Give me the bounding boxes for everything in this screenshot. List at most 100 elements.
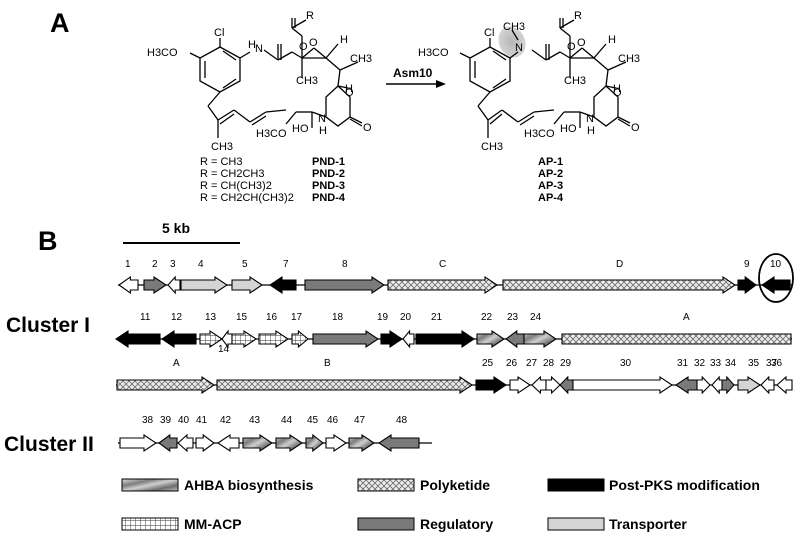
gene-label-24: 24: [530, 312, 542, 323]
legend-swatch-regulatory: [357, 517, 415, 531]
gene-label-23: 23: [507, 312, 519, 323]
legend-label-polyketide: Polyketide: [420, 477, 490, 493]
gene-arrow-39: [158, 433, 178, 453]
gene-label-31: 31: [677, 358, 689, 369]
gene-label-D: D: [616, 259, 623, 270]
legend-label-ahba: AHBA biosynthesis: [184, 477, 314, 493]
gene-label-28: 28: [543, 358, 555, 369]
svg-text:HO: HO: [292, 123, 309, 135]
svg-text:CH3: CH3: [350, 53, 372, 65]
svg-text:CH3: CH3: [211, 141, 233, 153]
scale-label: 5 kb: [162, 220, 190, 236]
svg-text:H: H: [248, 39, 256, 51]
gene-arrow-A: [561, 333, 792, 345]
gene-arrow-32: [696, 375, 711, 395]
gene-arrow-46: [325, 433, 347, 453]
svg-text:CH3: CH3: [481, 141, 503, 153]
gene-arrow-26: [509, 375, 531, 395]
svg-text:O: O: [345, 87, 354, 99]
legend-label-postpks: Post-PKS modification: [609, 477, 760, 493]
gene-label-37: 37: [766, 358, 778, 369]
gene-label-20: 20: [400, 312, 412, 323]
gene-arrow-13: [199, 329, 223, 349]
gene-arrow-38: [119, 433, 157, 453]
gene-label-47: 47: [354, 415, 366, 426]
svg-text:Cl: Cl: [484, 27, 494, 39]
gene-label-15: 15: [236, 312, 248, 323]
gene-arrow-20: [402, 329, 415, 349]
gene-label-11: 11: [140, 312, 151, 323]
gene-arrow-48: [378, 433, 420, 453]
gene-arrow-19: [380, 329, 403, 349]
gene-label-A: A: [683, 312, 690, 323]
gene-arrow-16: [258, 329, 289, 349]
gene-label-45: 45: [307, 415, 319, 426]
gene-label-39: 39: [160, 415, 172, 426]
gene-arrow-2: [143, 275, 167, 295]
product-structure: [459, 18, 631, 138]
gene-label-7: 7: [283, 259, 289, 270]
gene-label-43: 43: [249, 415, 261, 426]
cluster-2-label: Cluster II: [4, 433, 94, 456]
legend-label-transporter: Transporter: [609, 516, 687, 532]
product-codes: AP-1 AP-2 AP-3 AP-4: [538, 156, 564, 204]
r-code-1: PND-1: [312, 156, 345, 168]
svg-text:H: H: [345, 83, 353, 95]
svg-text:O: O: [299, 41, 308, 53]
svg-text:H3CO: H3CO: [256, 128, 287, 140]
gene-label-42: 42: [220, 415, 232, 426]
gene-label-4: 4: [198, 259, 204, 270]
gene-label-38: 38: [142, 415, 154, 426]
svg-text:N: N: [318, 113, 326, 125]
gene-arrow-3: [167, 275, 181, 295]
gene-arrow-31: [675, 375, 698, 395]
gene-arrow-44: [275, 433, 303, 453]
gene-arrow-15: [231, 329, 257, 349]
legend-label-mmacp: MM-ACP: [184, 516, 242, 532]
gene-label-27: 27: [526, 358, 538, 369]
gene-arrow-4: [180, 275, 228, 295]
svg-text:H: H: [319, 125, 327, 137]
n-methyl-highlight: [498, 26, 526, 58]
gene-label-21: 21: [431, 312, 443, 323]
gene-label-17: 17: [291, 312, 303, 323]
gene-label-13: 13: [205, 312, 217, 323]
svg-text:HO: HO: [560, 123, 577, 135]
product-code-2: AP-2: [538, 168, 563, 180]
r-def-4: R = CH2CH(CH3)2: [200, 192, 294, 204]
legend-swatch-polyketide: [357, 478, 415, 492]
svg-text:H3CO: H3CO: [418, 47, 449, 59]
svg-text:O: O: [577, 37, 586, 49]
svg-text:Cl: Cl: [214, 27, 224, 39]
gene-arrow-B: [216, 375, 473, 395]
r-code-3: PND-3: [312, 180, 345, 192]
gene-label-1: 1: [125, 259, 131, 270]
gene-arrow-24: [523, 329, 557, 349]
gene-arrow-22: [476, 329, 505, 349]
legend-swatch-postpks: [547, 478, 605, 492]
gene-label-B: B: [324, 358, 331, 369]
gene-arrow-9: [737, 275, 757, 295]
gene-label-18: 18: [332, 312, 344, 323]
gene-label-C: C: [439, 259, 446, 270]
gene-label-9: 9: [744, 259, 750, 270]
reagent-label: Asm10: [393, 66, 433, 80]
svg-text:O: O: [613, 87, 622, 99]
panel-a-label: A: [50, 8, 70, 38]
gene-label-33: 33: [710, 358, 722, 369]
gene-label-8: 8: [342, 259, 348, 270]
gene-arrow-30: [572, 375, 673, 395]
gene-label-41: 41: [196, 415, 208, 426]
gene-label-2: 2: [152, 259, 158, 270]
gene-arrow-A: [116, 375, 215, 395]
svg-text:R: R: [574, 10, 582, 22]
gene-arrow-21: [415, 329, 475, 349]
gene-arrow-28: [545, 375, 561, 395]
gene-arrow-37: [776, 375, 793, 395]
legend-swatch-transporter: [547, 517, 605, 531]
gene-label-26: 26: [506, 358, 518, 369]
product-labels: Cl H3CO N CH3 O O H CH3 H O N H O HO H3C…: [418, 10, 640, 153]
reaction-arrow: Asm10: [386, 66, 446, 88]
gene-label-14: 14: [218, 344, 230, 355]
product-code-3: AP-3: [538, 180, 563, 192]
